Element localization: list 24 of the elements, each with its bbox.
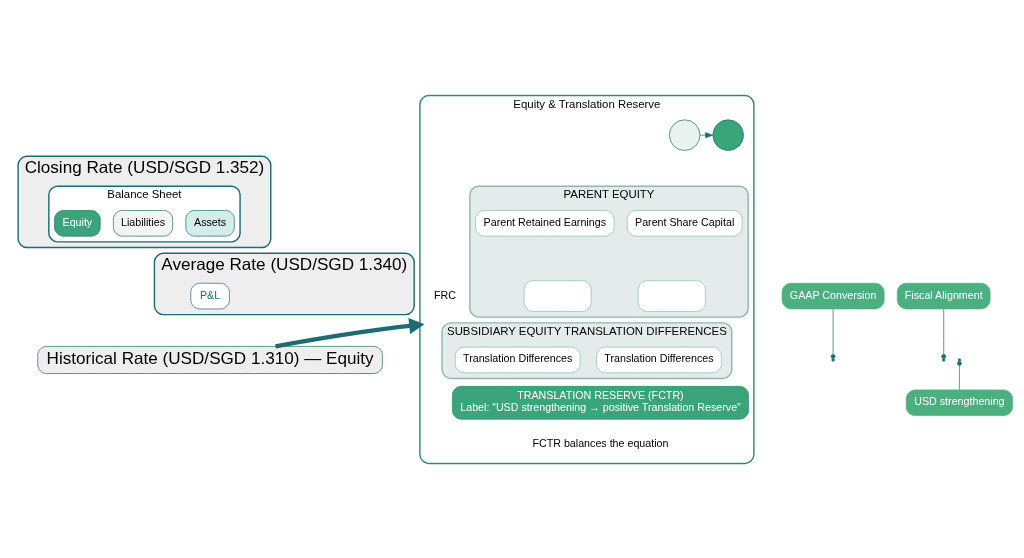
connector — [942, 308, 944, 355]
node-box: Fiscal Alignment — [896, 282, 990, 309]
node-box: Parent Share Capital — [626, 209, 742, 236]
node-box: USD strengthening — [905, 389, 1013, 416]
node-circle — [712, 118, 744, 151]
node-box — [523, 279, 592, 312]
node-box: P&L — [189, 282, 230, 309]
node-box — [637, 279, 706, 312]
arrow — [274, 317, 424, 348]
node-box: Liabilities — [112, 209, 173, 236]
connector — [958, 364, 960, 390]
node-box: Assets — [185, 209, 235, 236]
node-box: Translation Differences — [595, 346, 722, 373]
node-box: Parent Retained Earnings — [474, 209, 614, 236]
connector — [832, 308, 833, 355]
node-box: Equity — [53, 209, 101, 236]
node-box: Translation Differences — [454, 346, 580, 373]
node-box: Historical Rate (USD/SGD 1.310) — Equity — [36, 345, 383, 374]
node-box: GAAP Conversion — [781, 282, 884, 309]
label: FCTR balances the equation — [531, 436, 668, 449]
node-box: TRANSLATION RESERVE (FCTR) Label: “USD strengthening → positive Translation Reserve” — [451, 385, 749, 420]
arrow — [699, 131, 713, 138]
label: FRC — [433, 288, 456, 301]
node-circle — [668, 118, 700, 151]
